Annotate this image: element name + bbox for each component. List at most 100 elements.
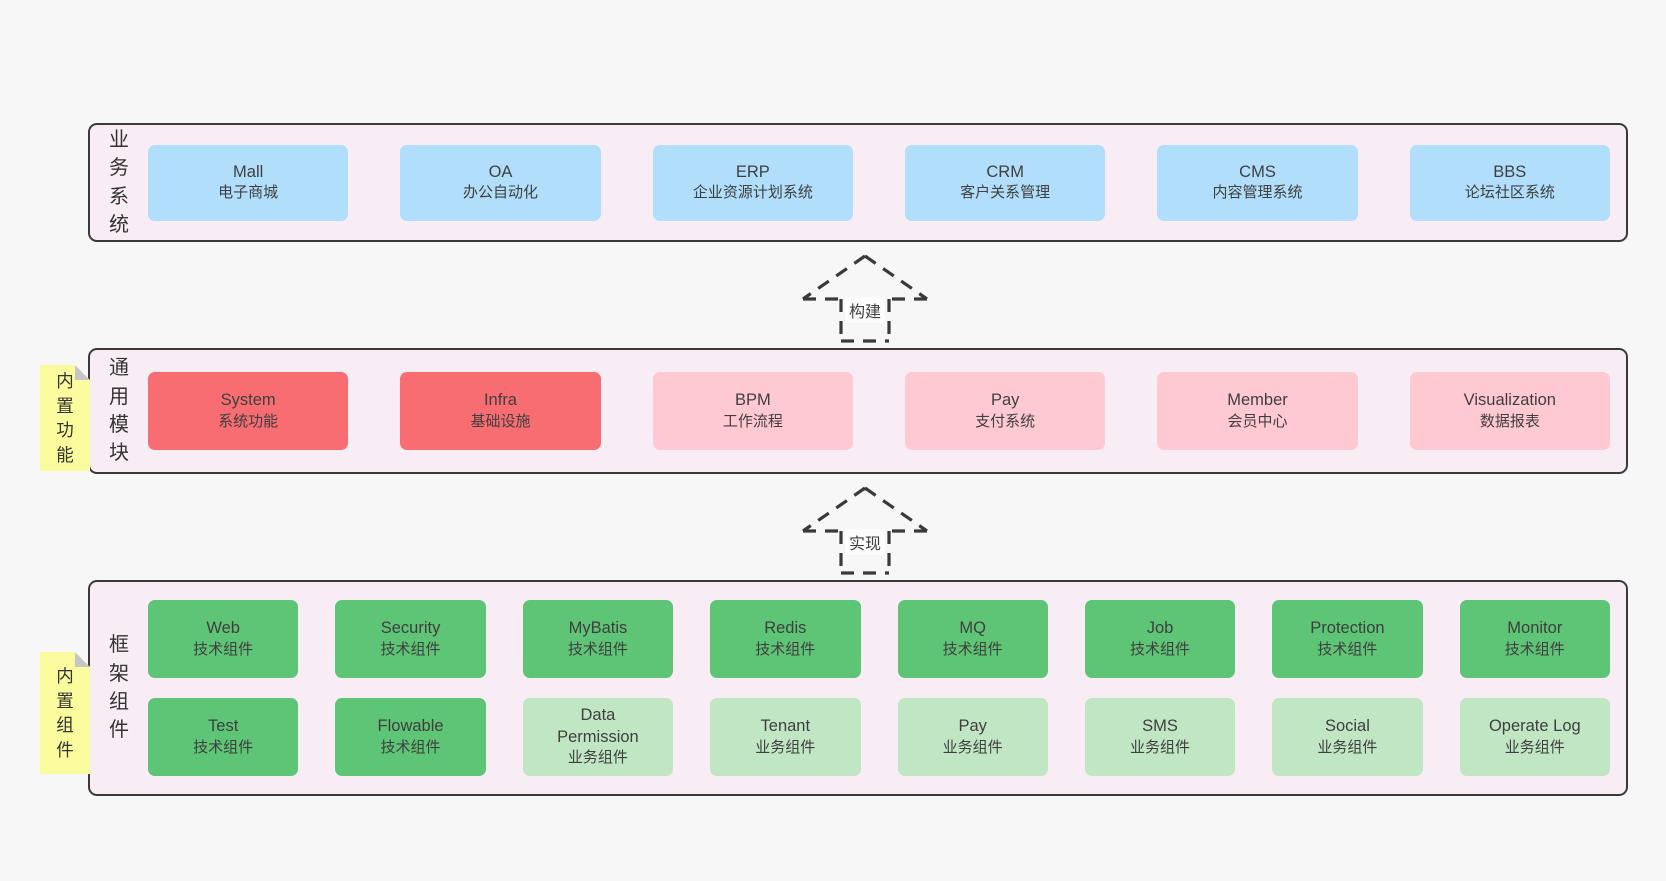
box-redis: Redis 技术组件 (710, 600, 861, 678)
box-subtitle: 技术组件 (1504, 640, 1565, 658)
box-subtitle: 企业资源计划系统 (692, 184, 813, 202)
band-business-label: 业务系统 (90, 125, 148, 240)
box-subtitle: 电子商城 (218, 184, 279, 202)
box-title: Operate Log (1488, 717, 1581, 736)
box-title: Mall (233, 162, 264, 181)
box-member: Member 会员中心 (1157, 372, 1358, 450)
box-subtitle: 业务组件 (1130, 738, 1191, 756)
sticky-note-built-in-components-text: 内置组件 (56, 666, 74, 760)
box-mq: MQ 技术组件 (897, 600, 1048, 678)
box-subtitle: 技术组件 (1317, 640, 1378, 658)
box-title: Visualization (1463, 391, 1556, 410)
box-subtitle: 内容管理系统 (1212, 184, 1303, 202)
band-common-modules: 通用模块 System 系统功能 Infra 基础设施 BPM 工作流程 Pay 支付系统 Me… (88, 348, 1628, 474)
box-subtitle: 技术组件 (567, 640, 628, 658)
box-subtitle: 技术组件 (193, 738, 254, 756)
box-title: Protection (1310, 619, 1385, 638)
arrow-implement-label: 实现 (844, 529, 886, 555)
box-title: Security (380, 619, 441, 638)
box-bpm: BPM 工作流程 (652, 372, 853, 450)
box-title: ERP (735, 162, 770, 181)
box-subtitle: 技术组件 (380, 738, 441, 756)
arrow-build: 构建 (795, 253, 935, 345)
box-subtitle: 工作流程 (722, 412, 783, 430)
box-title: SMS (1142, 717, 1178, 736)
box-title: BPM (734, 391, 771, 410)
box-flowable: Flowable 技术组件 (335, 698, 486, 776)
box-infra: Infra 基础设施 (400, 372, 601, 450)
box-title: Job (1146, 619, 1174, 638)
box-subtitle: 系统功能 (218, 412, 279, 430)
box-title: MQ (959, 619, 986, 638)
box-title: Member (1227, 391, 1288, 410)
box-title: Infra (483, 391, 517, 410)
box-subtitle: 支付系统 (975, 412, 1036, 430)
box-title: Flowable (377, 717, 444, 736)
sticky-note-built-in-features: 内置功能 (40, 365, 90, 471)
box-title: OA (488, 162, 513, 181)
box-subtitle: 技术组件 (1130, 640, 1191, 658)
sticky-note-built-in-components: 内置组件 (40, 652, 90, 774)
band-components-label: 框架组件 (90, 582, 148, 794)
box-title: Data Permission (557, 706, 639, 746)
box-subtitle: 业务组件 (567, 749, 628, 767)
box-mall: Mall 电子商城 (148, 144, 349, 221)
box-pay: Pay 业务组件 (897, 698, 1048, 776)
box-subtitle: 技术组件 (380, 640, 441, 658)
box-title: BBS (1493, 162, 1527, 181)
box-data-permission: Data Permission 业务组件 (522, 698, 674, 776)
box-subtitle: 基础设施 (470, 412, 531, 430)
box-subtitle: 技术组件 (755, 640, 816, 658)
box-title: Social (1324, 717, 1370, 736)
box-title: Pay (990, 391, 1020, 410)
box-protection: Protection 技术组件 (1272, 600, 1423, 678)
arrow-implement: 实现 (795, 485, 935, 577)
box-subtitle: 业务组件 (942, 738, 1003, 756)
box-job: Job 技术组件 (1084, 600, 1236, 678)
band-components-label-text: 框架组件 (109, 634, 129, 742)
box-subtitle: 论坛社区系统 (1464, 184, 1555, 202)
box-social: Social 业务组件 (1272, 698, 1423, 776)
box-subtitle: 数据报表 (1479, 412, 1540, 430)
box-subtitle: 业务组件 (1317, 738, 1378, 756)
box-subtitle: 技术组件 (942, 640, 1003, 658)
box-title: Test (208, 717, 239, 736)
band-business-label-text: 业务系统 (109, 128, 129, 236)
box-bbs: BBS 论坛社区系统 (1409, 144, 1610, 221)
box-sms: SMS 业务组件 (1084, 698, 1236, 776)
box-subtitle: 业务组件 (1504, 738, 1565, 756)
box-title: Web (206, 619, 240, 638)
box-title: System (220, 391, 276, 410)
box-web: Web 技术组件 (148, 600, 299, 678)
box-system: System 系统功能 (148, 372, 349, 450)
box-title: MyBatis (568, 619, 628, 638)
box-security: Security 技术组件 (335, 600, 486, 678)
box-monitor: Monitor 技术组件 (1459, 600, 1610, 678)
box-test: Test 技术组件 (148, 698, 299, 776)
box-pay: Pay 支付系统 (904, 372, 1106, 450)
box-mybatis: MyBatis 技术组件 (522, 600, 674, 678)
band-modules-boxes: System 系统功能 Infra 基础设施 BPM 工作流程 Pay 支付系统 Member 会… (148, 350, 1626, 472)
box-subtitle: 业务组件 (755, 738, 816, 756)
box-subtitle: 会员中心 (1227, 412, 1288, 430)
box-title: Tenant (760, 717, 811, 736)
box-title: CRM (986, 162, 1024, 181)
box-title: Redis (764, 619, 807, 638)
box-visualization: Visualization 数据报表 (1409, 372, 1610, 450)
box-title: Monitor (1507, 619, 1563, 638)
box-subtitle: 技术组件 (193, 640, 254, 658)
box-title: CMS (1239, 162, 1276, 181)
arrow-build-label: 构建 (844, 297, 886, 323)
band-modules-label: 通用模块 (90, 350, 148, 472)
box-title: Pay (958, 717, 987, 736)
sticky-note-built-in-features-text: 内置功能 (56, 371, 74, 465)
box-cms: CMS 内容管理系统 (1157, 144, 1358, 221)
box-operate-log: Operate Log 业务组件 (1459, 698, 1610, 776)
